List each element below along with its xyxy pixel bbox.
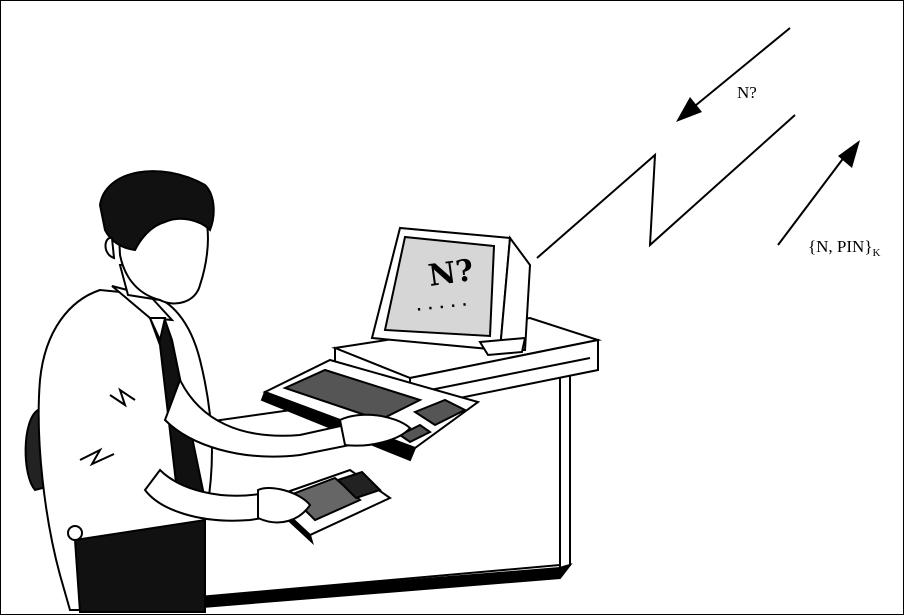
- request-arrow: [676, 28, 790, 122]
- computer-monitor: [372, 228, 530, 355]
- response-label: {N, PIN}K: [808, 237, 880, 259]
- response-arrow: [778, 140, 860, 245]
- response-label-main: {N, PIN}: [808, 237, 873, 256]
- communication-link: [537, 115, 795, 258]
- request-label: N?: [737, 83, 757, 103]
- response-label-subscript: K: [873, 247, 881, 259]
